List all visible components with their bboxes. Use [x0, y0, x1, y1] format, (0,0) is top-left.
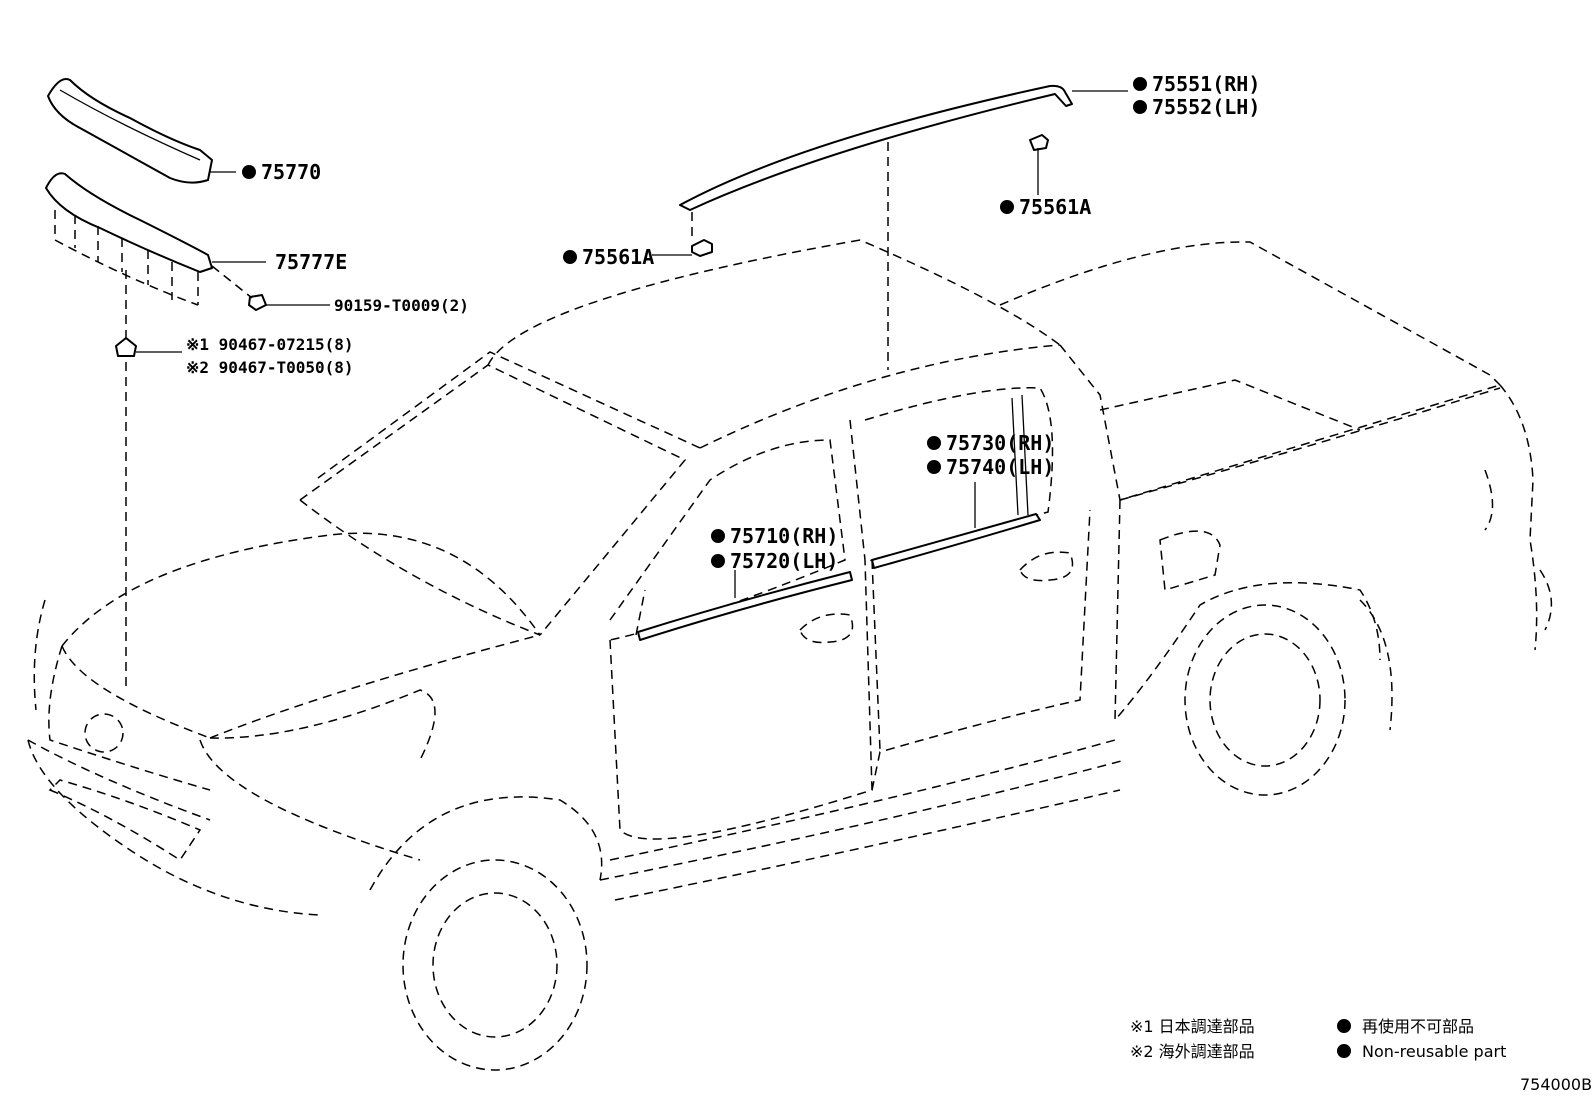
part-number: 75770: [261, 160, 321, 184]
part-number-lh: 75552(LH): [1152, 95, 1260, 119]
non-reusable-marker: [711, 529, 725, 543]
callout-75561a-right: 75561A: [1000, 195, 1091, 219]
screw-90159: [248, 294, 267, 311]
part-number-rh: 75710(RH): [730, 524, 838, 548]
clip-75561a-left: [691, 239, 713, 257]
non-reusable-marker: [927, 436, 941, 450]
callout-90159: 90159-T0009(2): [334, 296, 469, 315]
non-reusable-marker: [1337, 1044, 1351, 1058]
part-number-rh: 75551(RH): [1152, 72, 1260, 96]
part-number: 75561A: [1019, 195, 1091, 219]
non-reusable-marker: [927, 460, 941, 474]
part-number-domestic: ※1 90467-07215(8): [186, 335, 354, 354]
part-number-rh: 75730(RH): [946, 431, 1054, 455]
part-number-lh: 75740(LH): [946, 455, 1054, 479]
non-reusable-marker: [1133, 77, 1147, 91]
hood-protector-bracket: [45, 172, 213, 273]
clip-90467: [115, 337, 137, 357]
non-reusable-marker: [1337, 1019, 1351, 1033]
callout-75710-75720: 75710(RH) 75720(LH): [711, 524, 838, 573]
legend-note-domestic: ※1 日本調達部品: [1130, 1017, 1255, 1036]
callout-75770: 75770: [242, 160, 321, 184]
part-number-lh: 75720(LH): [730, 549, 838, 573]
callout-75730-75740: 75730(RH) 75740(LH): [927, 431, 1054, 479]
vehicle-outline: [27, 239, 1553, 1071]
leader-lines: [136, 90, 1128, 598]
callout-90467: ※1 90467-07215(8) ※2 90467-T0050(8): [186, 335, 354, 377]
non-reusable-marker: [1000, 200, 1014, 214]
legend-note-overseas: ※2 海外調達部品: [1130, 1042, 1255, 1061]
part-number: 75561A: [582, 245, 654, 269]
non-reusable-marker: [242, 165, 256, 179]
non-reusable-marker: [711, 554, 725, 568]
window-moulding-front: [637, 571, 853, 641]
part-number: 90159-T0009(2): [334, 296, 469, 315]
window-moulding-rear: [871, 513, 1041, 569]
legend-nonreusable-jp: 再使用不可部品: [1362, 1017, 1474, 1036]
figure-code: 754000B: [1520, 1075, 1592, 1094]
callout-75777e: 75777E: [275, 250, 347, 274]
non-reusable-marker: [1133, 100, 1147, 114]
roof-drip-moulding: [679, 84, 1073, 211]
callout-75551-75552: 75551(RH) 75552(LH): [1133, 72, 1260, 119]
legend: ※1 日本調達部品 ※2 海外調達部品 再使用不可部品 Non-reusable…: [1130, 1017, 1506, 1061]
part-number-overseas: ※2 90467-T0050(8): [186, 358, 354, 377]
part-number: 75777E: [275, 250, 347, 274]
legend-nonreusable-en: Non-reusable part: [1362, 1042, 1506, 1061]
hood-protector-upper: [47, 78, 213, 184]
non-reusable-marker: [563, 250, 577, 264]
callout-75561a-left: 75561A: [563, 245, 654, 269]
clip-75561a-right: [1029, 134, 1049, 151]
